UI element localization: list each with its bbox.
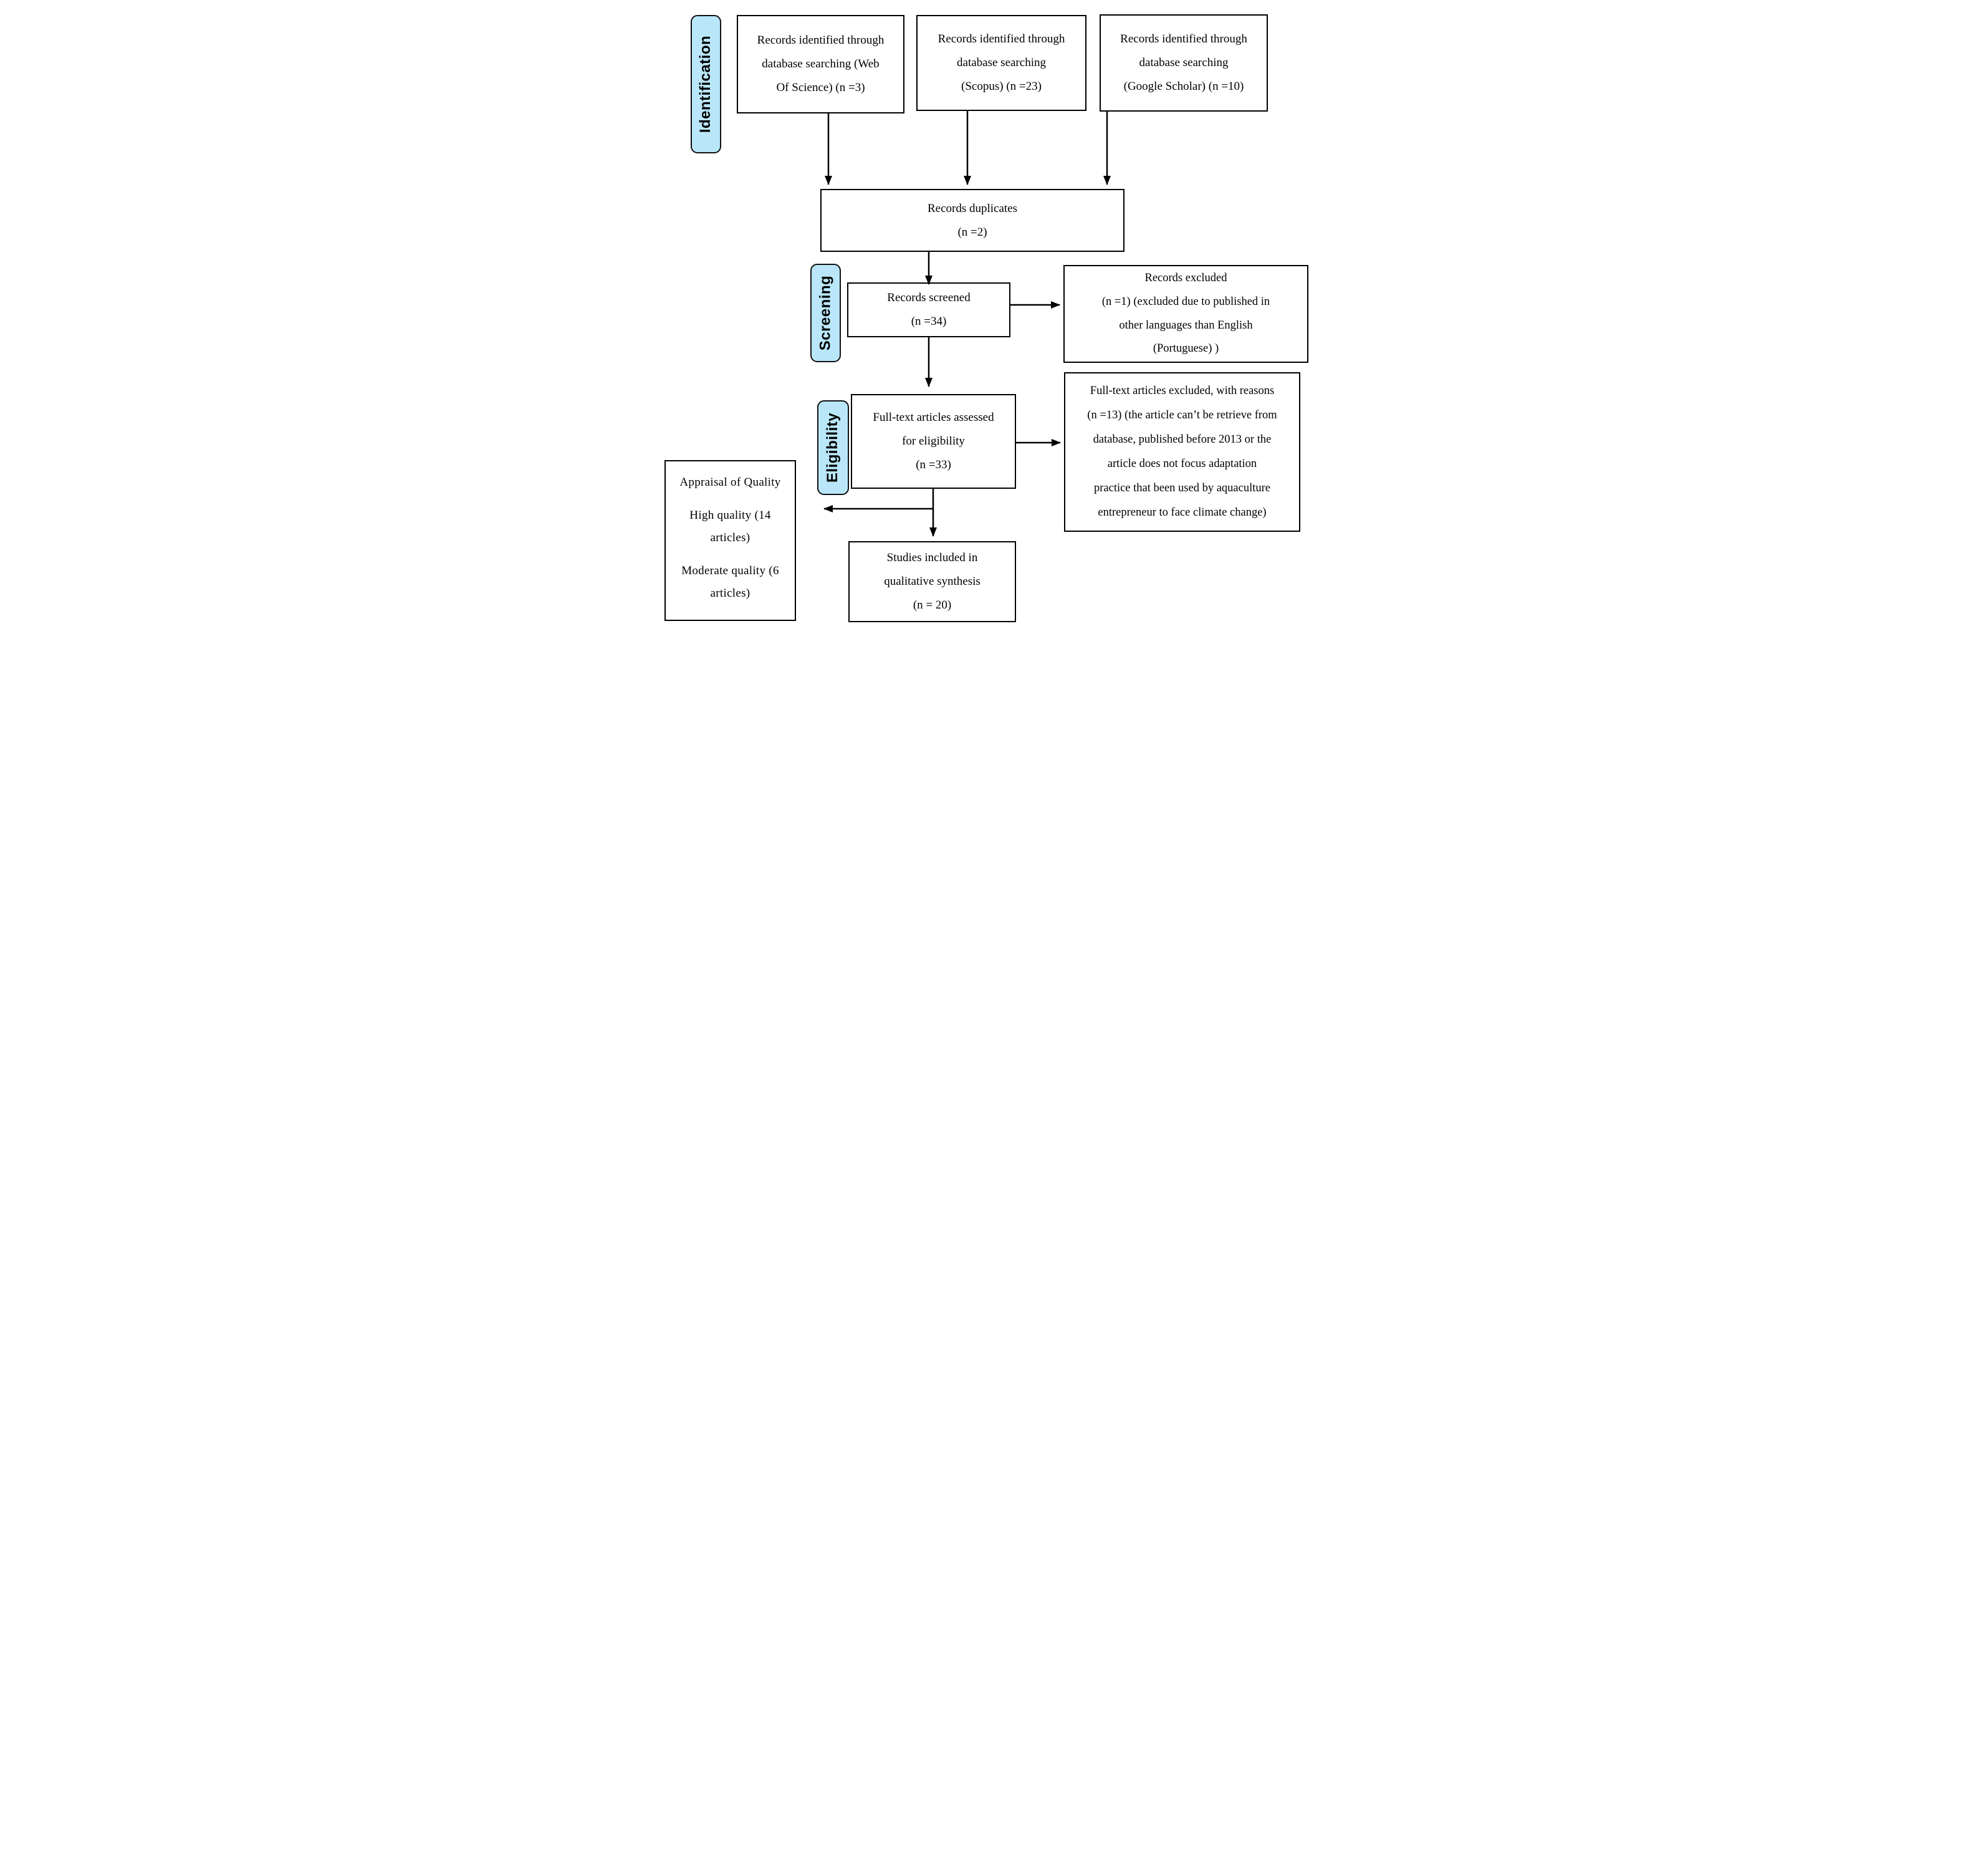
box-records-duplicates-text: Records duplicates (n =2) bbox=[927, 201, 1018, 239]
box-records-excluded: Records excluded (n =1) (excluded due to… bbox=[1063, 265, 1308, 363]
appraisal-high-quality: High quality (14 articles) bbox=[689, 509, 771, 545]
stage-tab-screening: Screening bbox=[810, 264, 841, 362]
appraisal-moderate-quality: Moderate quality (6 articles) bbox=[681, 564, 779, 600]
box-fulltext-assessed: Full-text articles assessed for eligibil… bbox=[851, 394, 1016, 489]
box-studies-included: Studies included in qualitative synthesi… bbox=[848, 541, 1016, 622]
box-appraisal-of-quality: Appraisal of Quality High quality (14 ar… bbox=[664, 460, 796, 621]
stage-label-screening: Screening bbox=[817, 275, 834, 351]
box-records-excluded-text: Records excluded (n =1) (excluded due to… bbox=[1101, 271, 1270, 355]
box-studies-included-text: Studies included in qualitative synthesi… bbox=[884, 551, 981, 612]
box-fulltext-excluded: Full-text articles excluded, with reason… bbox=[1064, 372, 1300, 532]
box-records-identified-scopus: Records identified through database sear… bbox=[916, 15, 1086, 111]
box-records-screened: Records screened (n =34) bbox=[847, 282, 1010, 337]
stage-label-identification: Identification bbox=[697, 35, 714, 133]
box-records-identified-web-of-science-text: Records identified through database sear… bbox=[757, 34, 885, 94]
stage-label-eligibility: Eligibility bbox=[824, 412, 842, 483]
box-records-screened-text: Records screened (n =34) bbox=[887, 291, 971, 328]
box-records-duplicates: Records duplicates (n =2) bbox=[820, 189, 1125, 252]
box-records-identified-google-scholar-text: Records identified through database sear… bbox=[1120, 32, 1247, 93]
box-records-identified-scopus-text: Records identified through database sear… bbox=[938, 32, 1065, 93]
box-fulltext-excluded-text: Full-text articles excluded, with reason… bbox=[1087, 385, 1277, 519]
box-records-identified-web-of-science: Records identified through database sear… bbox=[737, 15, 904, 113]
box-fulltext-assessed-text: Full-text articles assessed for eligibil… bbox=[873, 411, 994, 471]
stage-tab-eligibility: Eligibility bbox=[817, 400, 849, 495]
prisma-flow-diagram: Identification Screening Eligibility Rec… bbox=[657, 0, 1314, 625]
stage-tab-identification: Identification bbox=[691, 15, 721, 153]
appraisal-title: Appraisal of Quality bbox=[679, 476, 781, 489]
box-records-identified-google-scholar: Records identified through database sear… bbox=[1100, 14, 1268, 112]
